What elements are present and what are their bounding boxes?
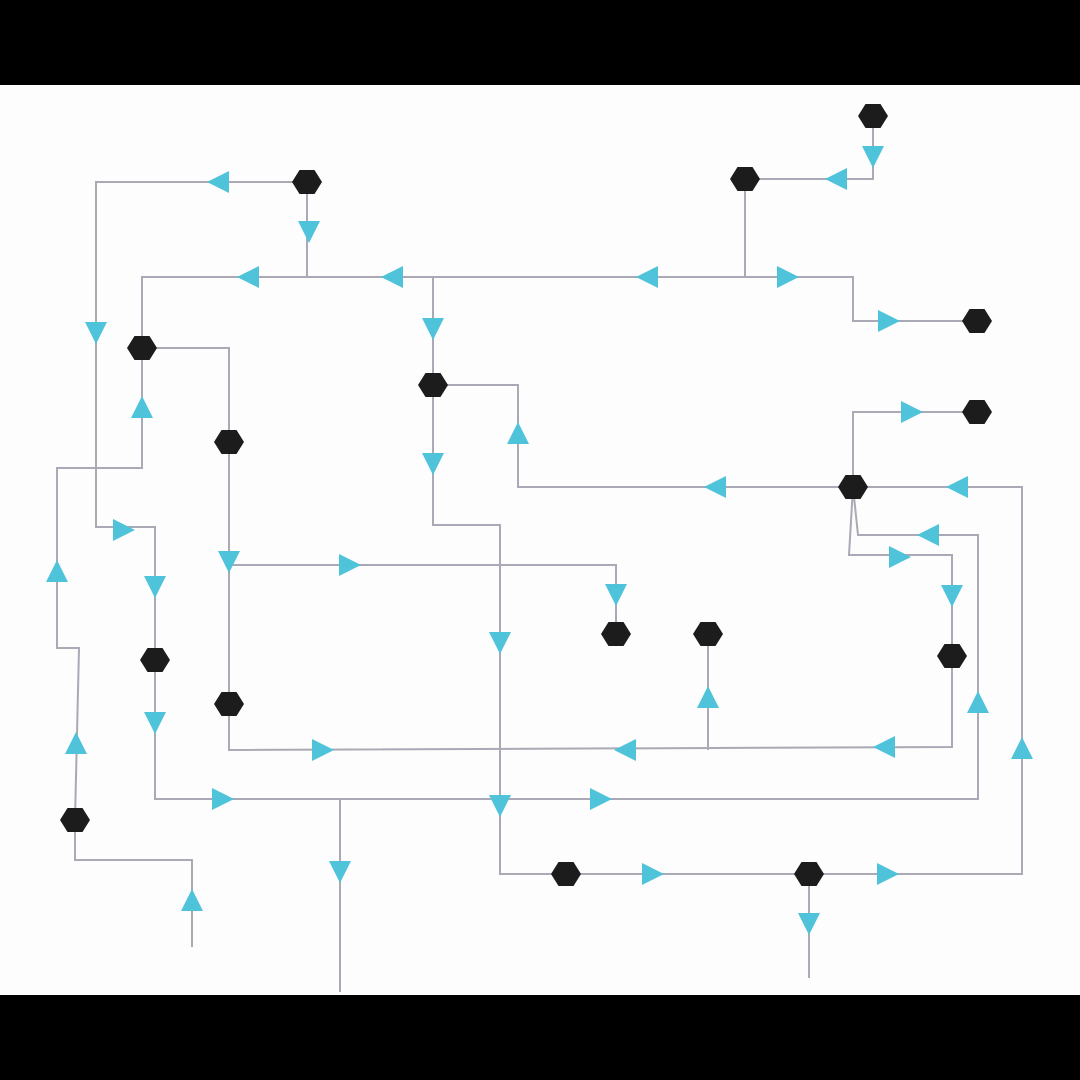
connector-line <box>745 116 874 180</box>
flow-arrow-up <box>697 686 719 708</box>
flow-arrow-left <box>873 736 895 758</box>
flow-arrow-down <box>489 795 511 817</box>
connector-line <box>56 348 143 821</box>
connector-line <box>809 486 1023 875</box>
hexagon-node <box>962 309 992 333</box>
flow-arrow-right <box>113 519 135 541</box>
connector-line <box>432 385 566 875</box>
flow-arrow-right <box>212 788 234 810</box>
hexagon-node <box>418 373 448 397</box>
flow-arrow-right <box>878 310 900 332</box>
flow-arrow-right <box>339 554 361 576</box>
hexagon-node <box>962 400 992 424</box>
hexagon-node <box>551 862 581 886</box>
hexagon-node <box>601 622 631 646</box>
flow-arrow-down <box>298 221 320 243</box>
flow-arrow-left <box>917 524 939 546</box>
flow-arrow-left <box>614 739 636 761</box>
flow-arrow-left <box>946 476 968 498</box>
flow-arrow-up <box>46 560 68 582</box>
connector-line <box>852 411 977 487</box>
flow-arrow-down <box>422 318 444 340</box>
flow-arrow-up <box>967 691 989 713</box>
hexagon-node <box>214 692 244 716</box>
connector-line <box>95 181 307 660</box>
flow-arrow-right <box>889 546 911 568</box>
flow-arrow-down <box>144 712 166 734</box>
connector-line <box>229 564 617 634</box>
flow-arrow-down <box>862 146 884 168</box>
hexagon-node <box>693 622 723 646</box>
hexagon-node <box>214 430 244 454</box>
hexagon-node <box>794 862 824 886</box>
connector-line <box>74 820 193 947</box>
hexagon-node <box>858 104 888 128</box>
flow-arrow-left <box>207 171 229 193</box>
hexagon-node <box>127 336 157 360</box>
hexagon-node <box>937 644 967 668</box>
node-layer <box>60 104 992 886</box>
flow-arrow-left <box>704 476 726 498</box>
flow-arrow-right <box>312 739 334 761</box>
connector-line <box>154 486 979 800</box>
hexagon-node <box>838 475 868 499</box>
flow-arrow-up <box>131 396 153 418</box>
flow-arrow-down <box>329 861 351 883</box>
arrow-layer <box>46 146 1033 935</box>
flow-arrow-up <box>65 732 87 754</box>
flow-arrow-left <box>636 266 658 288</box>
flow-arrow-down <box>144 576 166 598</box>
connector-line <box>142 347 230 442</box>
diagram-canvas <box>0 85 1080 995</box>
flow-arrow-down <box>489 632 511 654</box>
flow-arrow-left <box>825 168 847 190</box>
flow-arrow-down <box>422 453 444 475</box>
flow-arrow-right <box>590 788 612 810</box>
flow-arrow-right <box>642 863 664 885</box>
bottom-letterbox-bar <box>0 995 1080 1080</box>
flow-arrow-down <box>605 584 627 606</box>
top-letterbox-bar <box>0 0 1080 85</box>
hexagon-node <box>140 648 170 672</box>
flow-arrow-left <box>237 266 259 288</box>
flow-arrow-right <box>901 401 923 423</box>
flow-arrow-up <box>1011 737 1033 759</box>
flow-arrow-down <box>941 585 963 607</box>
flow-diagram <box>46 104 1033 992</box>
flow-arrow-down <box>85 322 107 344</box>
edge-layer <box>56 116 1023 992</box>
connector-line <box>141 276 745 348</box>
connector-line <box>847 486 953 656</box>
flow-arrow-left <box>381 266 403 288</box>
hexagon-node <box>292 170 322 194</box>
flow-arrow-up <box>181 889 203 911</box>
connector-line <box>433 384 853 488</box>
flow-arrow-down <box>798 913 820 935</box>
connector-line <box>744 179 977 322</box>
hexagon-node <box>730 167 760 191</box>
hexagon-node <box>60 808 90 832</box>
flow-arrow-right <box>877 863 899 885</box>
flow-arrow-down <box>218 551 240 573</box>
connector-line <box>228 656 953 752</box>
flow-arrow-up <box>507 422 529 444</box>
flow-arrow-right <box>777 266 799 288</box>
